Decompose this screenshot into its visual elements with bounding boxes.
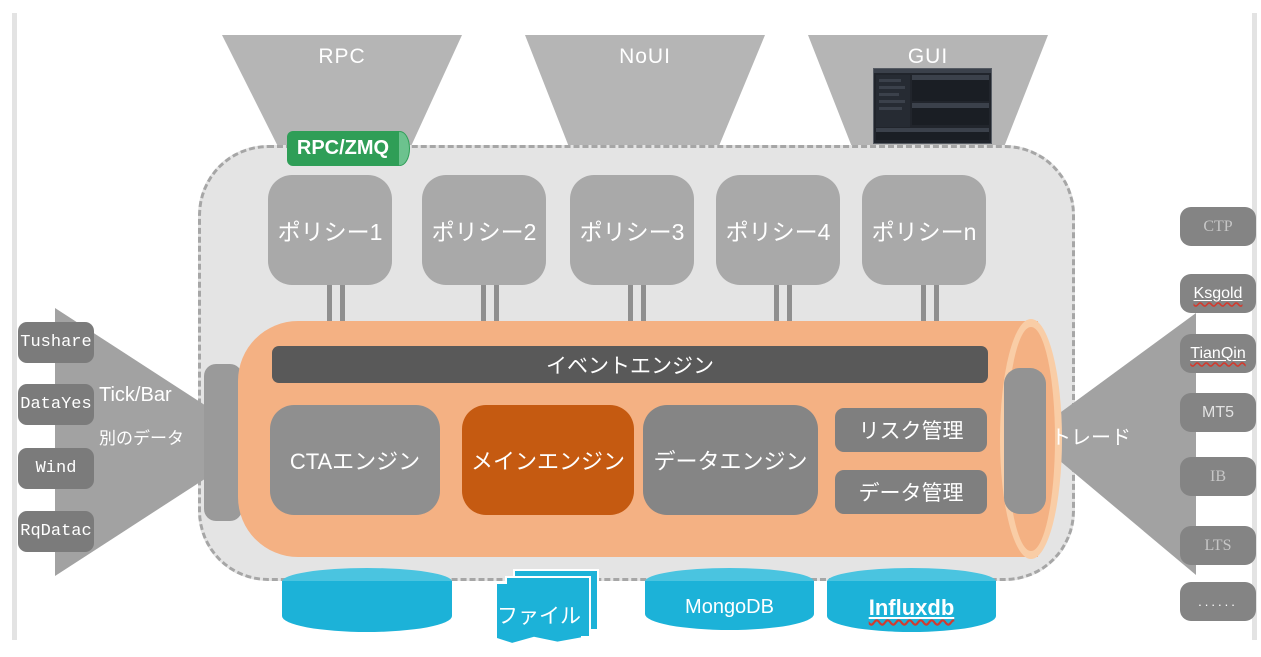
connector [327,285,332,322]
connector [481,285,486,322]
connector [787,285,792,322]
gateway-lts: LTS [1180,526,1256,565]
gateway-ksgold: Ksgold [1180,274,1256,313]
provider-wind: Wind [18,448,94,489]
influxdb-text: Influxdb [868,595,955,620]
provider-tushare: Tushare [18,322,94,363]
provider-datayes: DataYes [18,384,94,425]
influxdb-cylinder: Influxdb [827,568,996,632]
policy-box-3: ポリシー3 [570,175,694,285]
risk-management-box: リスク管理 [835,408,987,452]
noui-funnel-label: NoUI [619,45,671,68]
right-port-bar [1004,368,1046,514]
gateway-more: ...... [1180,582,1256,621]
gateway-tianqin-label: TianQin [1190,344,1246,362]
cylinder-body [282,581,452,632]
event-engine-bar: イベントエンジン [272,346,988,383]
gui-table-mid [912,103,989,125]
cylinder-body [827,581,996,632]
left-port-bar [204,364,242,521]
connector [934,285,939,322]
mongodb-label: MongoDB [685,595,774,618]
gui-titlebar [874,69,991,73]
cta-engine-box: CTAエンジン [270,405,440,515]
connector [921,285,926,322]
noui-funnel [525,35,765,145]
gui-table-bottom-header [876,128,989,132]
gateway-ctp: CTP [1180,207,1256,246]
connector [774,285,779,322]
gui-left-row [879,86,905,89]
gui-funnel-label: GUI [907,45,949,68]
gui-left-row [879,93,899,96]
gateway-tianqin: TianQin [1180,334,1256,373]
gateway-ksgold-label: Ksgold [1193,284,1243,302]
connector [494,285,499,322]
frame-line-right [1252,13,1257,640]
connector [628,285,633,322]
gateway-ib: IB [1180,457,1256,496]
gui-table-top-header [912,75,989,80]
file-storage: ファイル [497,569,599,649]
gui-left-row [879,107,902,110]
tick-bar-label: Tick/Bar [99,384,172,406]
gui-table-bottom [876,129,989,140]
frame-line-left [12,13,17,640]
influxdb-label: Influxdb [827,584,996,632]
storage-cylinder [282,568,452,632]
policy-box-n: ポリシーn [862,175,986,285]
provider-rqdatac: RqDatac [18,511,94,552]
connector [340,285,345,322]
data-engine-box: データエンジン [643,405,818,515]
policy-box-4: ポリシー4 [716,175,840,285]
mongodb-cylinder: MongoDB [645,568,814,630]
data-management-box: データ管理 [835,470,987,514]
rpc-zmq-cylinder: RPC/ZMQ [287,131,399,166]
gui-screenshot-image [873,68,992,144]
cylinder-body [645,581,814,630]
policy-box-1: ポリシー1 [268,175,392,285]
gui-left-row [879,79,901,82]
connector [641,285,646,322]
policy-box-2: ポリシー2 [422,175,546,285]
main-engine-box: メインエンジン [462,405,634,515]
file-sheet-front: ファイル [497,584,581,643]
trade-label: トレード [1051,427,1131,449]
gui-left-row [879,100,905,103]
other-data-label: 別のデータ [99,429,184,448]
rpc-funnel-label: RPC [318,45,366,68]
gui-table-mid-header [912,103,989,108]
gateway-mt5: MT5 [1180,393,1256,432]
